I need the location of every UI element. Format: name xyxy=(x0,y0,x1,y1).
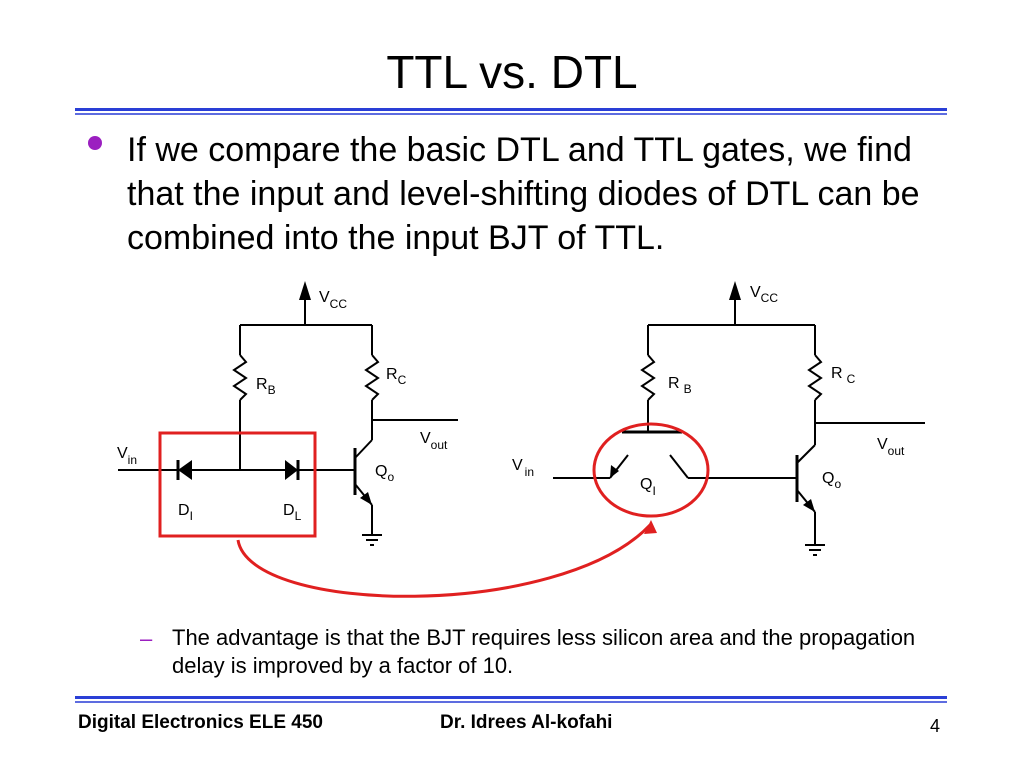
ttl-rc-resistor xyxy=(807,354,823,401)
footer-author: Dr. Idrees Al-kofahi xyxy=(440,712,613,733)
main-bullet-text: If we compare the basic DTL and TTL gate… xyxy=(127,131,920,257)
dtl-vin-label: Vin xyxy=(117,445,137,467)
ttl-qo-collector xyxy=(796,444,816,464)
sub-bullet-text: The advantage is that the BJT requires l… xyxy=(172,625,916,678)
sub-bullet-dash: – xyxy=(140,626,153,651)
dtl-rb-resistor xyxy=(232,354,248,401)
footer-course: Digital Electronics ELE 450 xyxy=(78,712,323,733)
ttl-qo-label: Qo xyxy=(822,470,841,491)
ttl-qi-emitter-arrow-icon xyxy=(610,465,619,478)
dtl-vcc-label: VCC xyxy=(319,289,347,311)
ttl-qi-label: QI xyxy=(640,476,656,498)
dtl-dl-label: DL xyxy=(283,502,302,523)
dtl-qo-collector xyxy=(354,439,373,459)
ttl-rb-resistor xyxy=(640,354,656,401)
ttl-qi-collector xyxy=(669,454,689,479)
transform-arrow xyxy=(236,523,652,598)
slide-title: TTL vs. DTL xyxy=(386,46,638,98)
dtl-qo-label: Qo xyxy=(375,463,394,484)
dtl-rb-label: RB xyxy=(256,376,276,397)
dtl-vout-label: Vout xyxy=(420,430,448,452)
dtl-dl-diode-icon xyxy=(285,460,298,480)
footer-divider xyxy=(75,696,947,705)
bullet-dot xyxy=(88,136,102,150)
title-divider xyxy=(75,108,947,117)
ttl-vcc-label: VCC xyxy=(750,284,778,305)
dtl-rc-label: RC xyxy=(386,366,407,387)
transform-arrow-head-icon xyxy=(644,520,657,534)
dtl-di-label: DI xyxy=(178,502,193,523)
ttl-vout-label: Vout xyxy=(877,436,905,458)
ttl-qi-highlight-circle xyxy=(592,422,710,518)
page-number: 4 xyxy=(930,716,941,736)
dtl-qo-emitter-arrow-icon xyxy=(360,492,372,505)
ttl-vcc-arrow-icon xyxy=(729,281,741,300)
dtl-diode-highlight-box xyxy=(158,431,317,538)
ttl-qo-emitter-arrow-icon xyxy=(803,499,815,512)
dtl-rc-resistor xyxy=(364,354,380,401)
dtl-di-diode-icon xyxy=(178,460,192,480)
dtl-vcc-arrow-icon xyxy=(299,281,311,300)
